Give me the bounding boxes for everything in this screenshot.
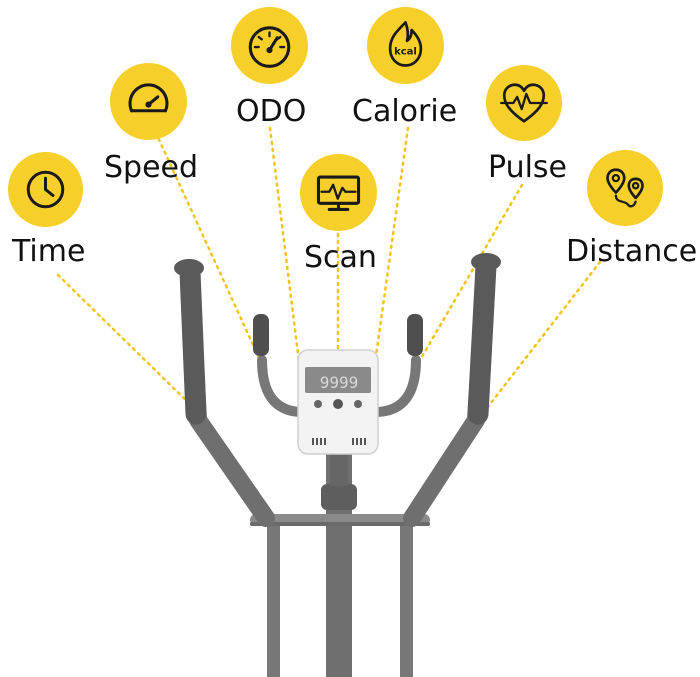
time-badge (8, 152, 83, 227)
feature-label-pulse: Pulse (488, 150, 567, 185)
leader-line-speed (148, 118, 262, 362)
mast-top (330, 446, 348, 486)
left-handle-cap (174, 259, 204, 277)
scan-badge (300, 154, 377, 231)
console-speaker-left (312, 438, 326, 445)
heart-pulse-icon (500, 83, 548, 123)
mast-collar (321, 484, 357, 510)
leader-line-calorie (372, 126, 410, 372)
leader-line-time (56, 273, 200, 414)
pulse-badge (486, 65, 562, 141)
odometer-gauge-icon (248, 26, 291, 68)
console-display-readout: 9999 (320, 373, 359, 392)
calorie-badge: kcal (367, 7, 444, 84)
feature-label-speed: Speed (104, 150, 199, 185)
right-pulse-handle-arm (373, 355, 421, 417)
console-button-center (333, 399, 343, 409)
feature-label-distance: Distance (566, 234, 698, 269)
feature-label-time: Time (12, 234, 86, 269)
feature-label-odo: ODO (236, 94, 307, 129)
odo-badge (231, 7, 308, 84)
distance-badge (587, 150, 663, 226)
clock-icon (26, 170, 65, 209)
kcal-flame-icon: kcal (388, 21, 423, 67)
left-pulse-grip (253, 314, 269, 356)
leader-line-distance (482, 260, 602, 414)
left-leg (267, 520, 280, 677)
kcal-text: kcal (394, 47, 417, 58)
console-speaker-right (352, 438, 366, 445)
console-lcd (305, 367, 371, 393)
map-pins-route-icon (606, 168, 644, 208)
right-handle-grip (467, 255, 497, 425)
console-button-right (354, 400, 362, 408)
right-leg (400, 520, 413, 677)
speedometer-icon (128, 83, 169, 113)
feature-label-calorie: Calorie (352, 94, 458, 129)
leader-lines (56, 118, 602, 414)
left-pulse-handle-arm (257, 355, 305, 417)
left-handle-grip (179, 261, 207, 425)
right-handle-cap (471, 253, 501, 271)
right-pulse-grip (407, 314, 423, 356)
console-button-left (314, 400, 322, 408)
monitor-waveform-icon (316, 175, 361, 211)
speed-badge (110, 63, 187, 140)
leader-line-pulse (418, 183, 524, 362)
cross-bar-shadow (250, 522, 430, 526)
feature-label-scan: Scan (304, 240, 377, 275)
leader-line-odo (268, 126, 302, 372)
